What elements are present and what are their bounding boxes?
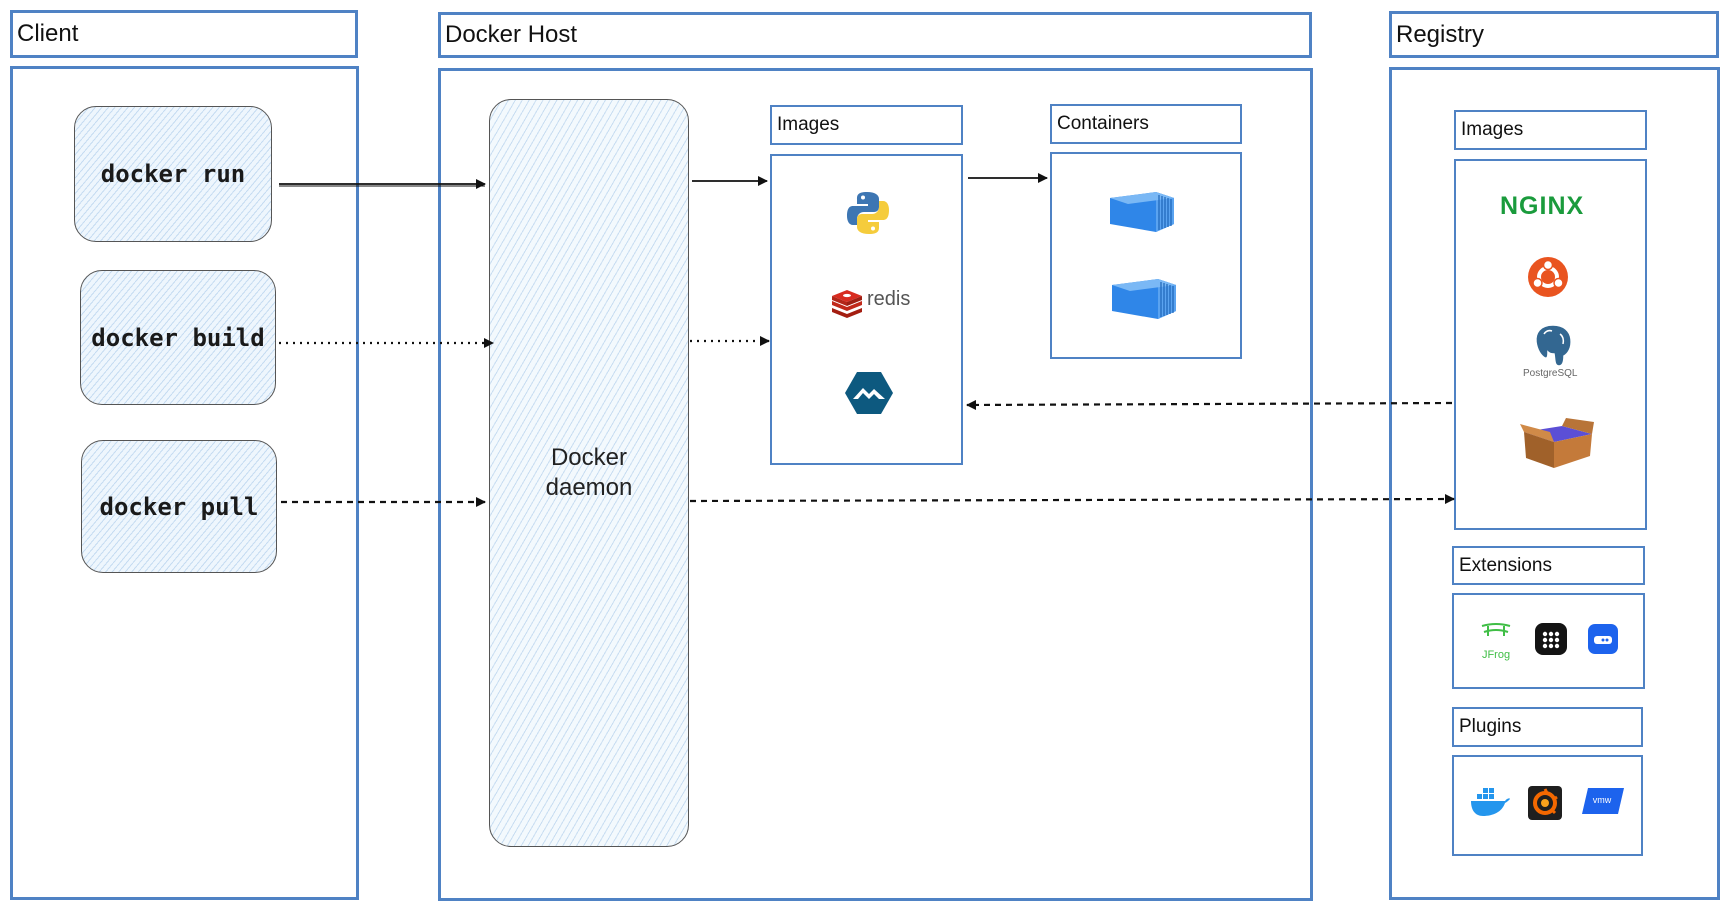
postgresql-icon	[1535, 324, 1572, 367]
alpine-icon	[845, 372, 893, 414]
jfrog-icon: JFrog	[1481, 623, 1511, 661]
docker-run-box[interactable]: docker run	[74, 106, 272, 242]
ubuntu-icon	[1528, 257, 1568, 297]
redis-label: redis	[867, 288, 911, 310]
registry-header: Registry	[1389, 11, 1719, 58]
grid-app-icon	[1535, 623, 1567, 655]
daemon-to-registry-arrow	[689, 494, 1455, 505]
docker-host-title: Docker Host	[445, 21, 578, 48]
redis-icon	[832, 290, 862, 318]
docker-host-header: Docker Host	[438, 12, 1312, 58]
daemon-label-line2: daemon	[545, 474, 633, 501]
container-icon	[1110, 192, 1174, 232]
registry-images-title: Images	[1461, 119, 1524, 140]
daemon-label-line1: Docker	[550, 444, 627, 471]
registry-to-images-arrow	[966, 399, 1453, 410]
plugins-title: Plugins	[1459, 716, 1522, 737]
containers-title: Containers	[1057, 113, 1149, 134]
nginx-logo: NGINX	[1500, 192, 1585, 220]
disk-icon	[1588, 624, 1618, 654]
registry-images-header: Images	[1454, 110, 1647, 150]
vmware-icon: vmw	[1582, 788, 1624, 814]
docker-pull-label: docker pull	[99, 492, 259, 521]
extensions-header: Extensions	[1452, 546, 1645, 585]
vmware-label: vmw	[1593, 795, 1612, 805]
postgresql-label: PostgreSQL	[1523, 368, 1578, 379]
registry-title: Registry	[1396, 20, 1485, 48]
docker-build-label: docker build	[91, 323, 265, 352]
docker-daemon-box[interactable]: Docker daemon	[489, 99, 689, 847]
python-icon	[847, 192, 889, 234]
extensions-title: Extensions	[1459, 554, 1552, 576]
jfrog-label: JFrog	[1482, 649, 1510, 661]
docker-build-box[interactable]: docker build	[80, 270, 276, 405]
client-header: Client	[10, 10, 358, 58]
containers-header: Containers	[1050, 104, 1242, 144]
containers-box	[1050, 152, 1242, 359]
docker-run-label: docker run	[100, 160, 246, 188]
container-icon	[1112, 279, 1176, 319]
docker-whale-icon	[1471, 788, 1510, 816]
docker-pull-box[interactable]: docker pull	[81, 440, 277, 573]
client-title: Client	[17, 20, 79, 47]
plugins-header: Plugins	[1452, 707, 1643, 747]
host-images-header: Images	[770, 105, 963, 145]
box-icon	[1520, 418, 1594, 468]
host-images-title: Images	[777, 114, 840, 135]
grafana-icon	[1528, 786, 1562, 820]
